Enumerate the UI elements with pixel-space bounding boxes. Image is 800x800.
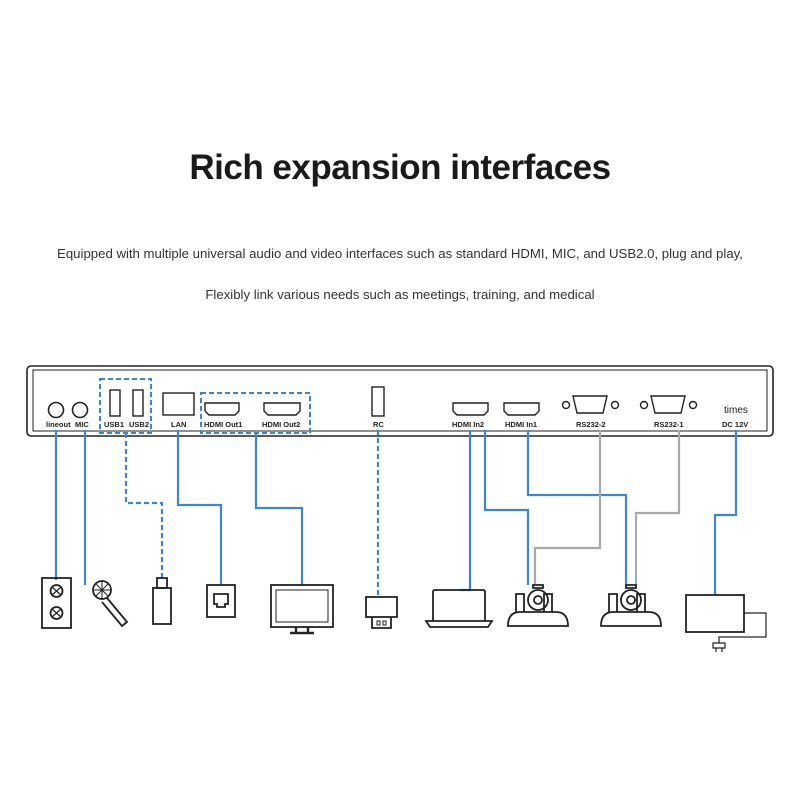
label-mic: MIC	[75, 420, 89, 429]
label-lineout: lineout	[46, 420, 71, 429]
subtitle-line-2: Flexibly link various needs such as meet…	[205, 287, 595, 302]
lineout-port-icon	[47, 401, 65, 419]
page-title: Rich expansion interfaces	[189, 148, 611, 187]
usb-drive-icon	[152, 577, 172, 625]
line-hdmi-in1-to-camera1	[483, 430, 530, 585]
line-hdmi-in1-to-camera2	[526, 430, 628, 585]
line-lan	[176, 430, 223, 585]
speaker-icon	[41, 577, 72, 629]
label-lan: LAN	[171, 420, 186, 429]
line-hdmi-out	[254, 433, 304, 585]
hdmi-out-port-icon	[204, 402, 301, 416]
line-rs232-1	[634, 430, 681, 585]
label-rs232-1: RS232-1	[654, 420, 684, 429]
rs232-port-icon	[561, 395, 698, 414]
laptop-icon	[424, 589, 494, 628]
line-hdmi-in2	[460, 430, 472, 592]
power-adapter-icon	[685, 594, 767, 652]
connection-lines	[54, 430, 738, 597]
label-hdmi-out1: HDMI Out1	[204, 420, 242, 429]
label-rc: RC	[373, 420, 384, 429]
network-socket-icon	[206, 584, 236, 618]
label-dc12v: DC 12V	[722, 420, 748, 429]
label-hdmi-in2: HDMI In2	[452, 420, 484, 429]
hdmi-in-port-icon	[452, 402, 540, 416]
rc-port-icon	[371, 386, 385, 417]
microphone-icon	[92, 580, 129, 628]
ptz-camera-icon	[507, 584, 569, 627]
label-hdmi-in1: HDMI In1	[505, 420, 537, 429]
label-usb2: USB2	[129, 420, 149, 429]
label-usb1: USB1	[104, 420, 124, 429]
line-rs232-2	[533, 430, 602, 585]
ptz-camera-icon	[600, 584, 662, 627]
label-times: times	[724, 405, 748, 416]
device-panel	[26, 365, 774, 437]
monitor-icon	[270, 584, 334, 635]
mic-port-icon	[71, 401, 89, 419]
label-rs232-2: RS232-2	[576, 420, 606, 429]
line-dc12v	[713, 430, 738, 595]
usb-port-icon	[109, 389, 144, 417]
lan-port-icon	[162, 392, 195, 416]
receiver-icon	[365, 596, 398, 629]
label-hdmi-out2: HDMI Out2	[262, 420, 300, 429]
subtitle-line-1: Equipped with multiple universal audio a…	[57, 246, 743, 261]
line-usb	[124, 433, 164, 580]
